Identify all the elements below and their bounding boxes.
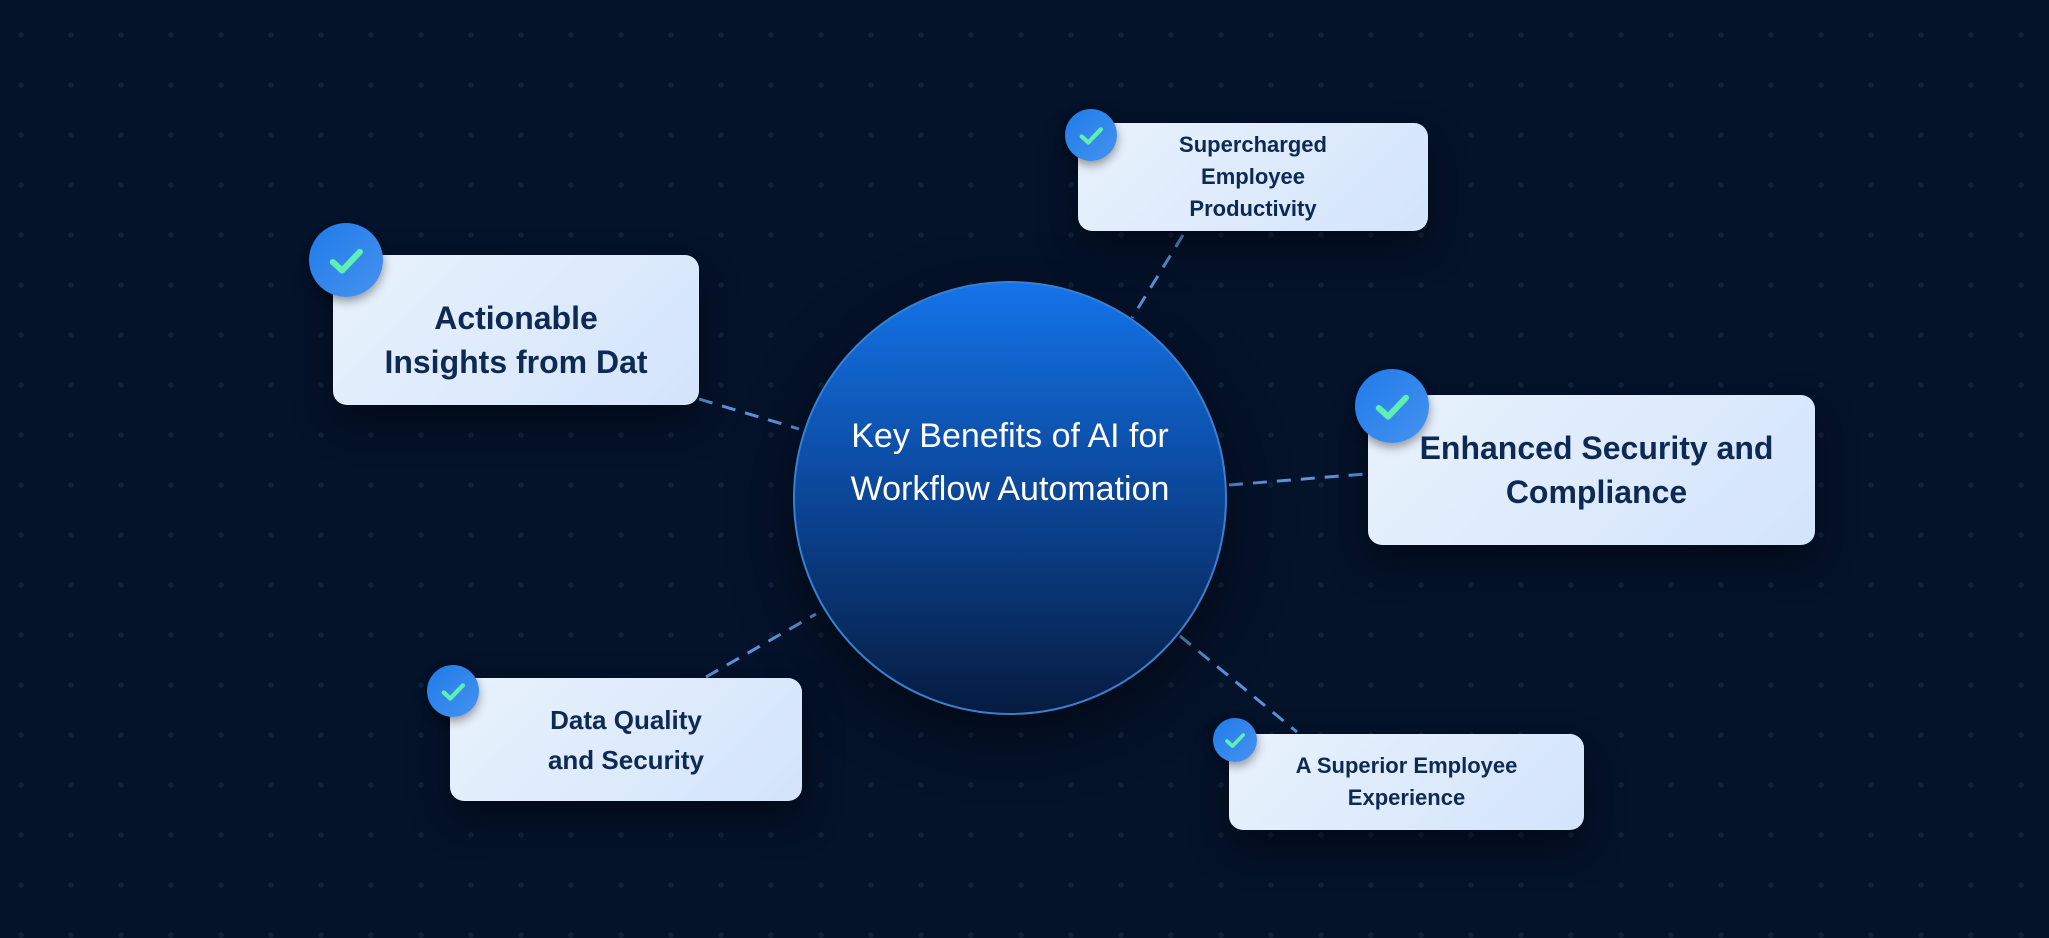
- hub-title: Key Benefits of AI for Workflow Automati…: [850, 417, 1170, 508]
- benefit-card-data-quality: Data Quality and Security: [450, 678, 802, 801]
- check-icon: [1213, 718, 1257, 762]
- benefit-label: Actionable Insights from Dat: [384, 300, 648, 380]
- connector-supercharged: [1130, 234, 1185, 319]
- check-icon: [427, 665, 479, 717]
- benefit-card-enhanced: Enhanced Security and Compliance: [1368, 395, 1815, 545]
- central-hub: Key Benefits of AI for Workflow Automati…: [793, 281, 1227, 715]
- check-icon: [1065, 109, 1117, 161]
- connector-data-quality: [705, 612, 817, 679]
- check-icon: [1355, 369, 1429, 443]
- connector-superior: [1179, 634, 1298, 734]
- benefit-card-actionable: Actionable Insights from Dat: [333, 255, 699, 405]
- benefit-label: A Superior Employee Experience: [1295, 753, 1518, 810]
- benefit-label: Data Quality and Security: [547, 704, 705, 775]
- check-icon: [309, 223, 383, 297]
- benefit-card-supercharged: Supercharged Employee Productivity: [1078, 123, 1428, 231]
- benefit-label: Enhanced Security and Compliance: [1419, 430, 1774, 510]
- benefit-card-superior: A Superior Employee Experience: [1229, 734, 1584, 830]
- benefit-label: Supercharged Employee Productivity: [1179, 132, 1327, 221]
- connector-actionable: [698, 397, 800, 431]
- connector-enhanced: [1228, 472, 1366, 487]
